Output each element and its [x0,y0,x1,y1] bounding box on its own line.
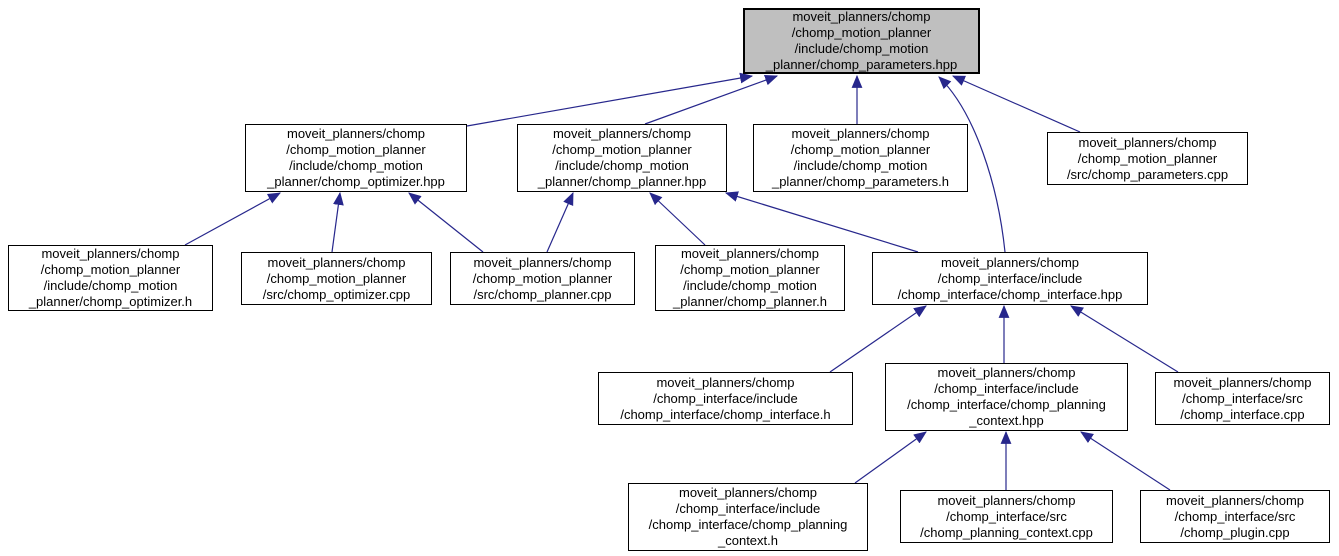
node-chomp-planner-hpp[interactable]: moveit_planners/chomp /chomp_motion_plan… [517,124,727,192]
node-chomp-interface-hpp[interactable]: moveit_planners/chomp /chomp_interface/i… [872,252,1148,305]
edge-chomp_planner_cpp-to-chomp_planner_hpp [546,192,574,253]
edge-chomp_planner_h-to-chomp_planner_hpp [649,192,706,246]
node-chomp-planning-context-hpp[interactable]: moveit_planners/chomp /chomp_interface/i… [885,363,1128,431]
node-chomp-optimizer-cpp[interactable]: moveit_planners/chomp /chomp_motion_plan… [241,252,432,305]
edge-chomp_optimizer_cpp-to-chomp_optimizer_hpp [331,191,344,253]
node-chomp-planning-context-cpp[interactable]: moveit_planners/chomp /chomp_interface/s… [900,490,1113,543]
edge-chomp_planning_context_h-to-chomp_planning_context_hpp [854,431,927,484]
node-chomp-optimizer-hpp[interactable]: moveit_planners/chomp /chomp_motion_plan… [245,124,467,192]
node-chomp-parameters-h[interactable]: moveit_planners/chomp /chomp_motion_plan… [753,124,968,192]
edge-chomp_optimizer_h-to-chomp_optimizer_hpp [184,192,281,246]
edge-chomp_planner_hpp-to-chomp_parameters_hpp [644,74,779,125]
edge-chomp_interface_hpp-to-chomp_planner_hpp [724,191,919,253]
edge-chomp_optimizer_hpp-to-chomp_parameters_hpp [466,72,754,127]
node-chomp-interface-h[interactable]: moveit_planners/chomp /chomp_interface/i… [598,372,853,425]
node-chomp-parameters-hpp: moveit_planners/chomp /chomp_motion_plan… [743,8,980,74]
node-chomp-interface-cpp[interactable]: moveit_planners/chomp /chomp_interface/s… [1155,372,1330,425]
node-chomp-planner-cpp[interactable]: moveit_planners/chomp /chomp_motion_plan… [450,252,635,305]
edge-chomp_interface_cpp-to-chomp_interface_hpp [1070,305,1179,373]
edge-chomp_interface_h-to-chomp_interface_hpp [829,305,927,373]
node-chomp-plugin-cpp[interactable]: moveit_planners/chomp /chomp_interface/s… [1140,490,1330,543]
node-chomp-planner-h[interactable]: moveit_planners/chomp /chomp_motion_plan… [655,245,845,311]
edge-chomp_interface_hpp-to-chomp_parameters_hpp [938,76,1006,253]
node-chomp-parameters-cpp[interactable]: moveit_planners/chomp /chomp_motion_plan… [1047,132,1248,185]
node-chomp-optimizer-h[interactable]: moveit_planners/chomp /chomp_motion_plan… [8,245,213,311]
node-chomp-planning-context-h[interactable]: moveit_planners/chomp /chomp_interface/i… [628,483,868,551]
edge-chomp_planner_cpp-to-chomp_optimizer_hpp [408,192,484,253]
edge-chomp_parameters_cpp-to-chomp_parameters_hpp [952,75,1081,133]
edge-chomp_plugin_cpp-to-chomp_planning_context_hpp [1080,431,1171,491]
